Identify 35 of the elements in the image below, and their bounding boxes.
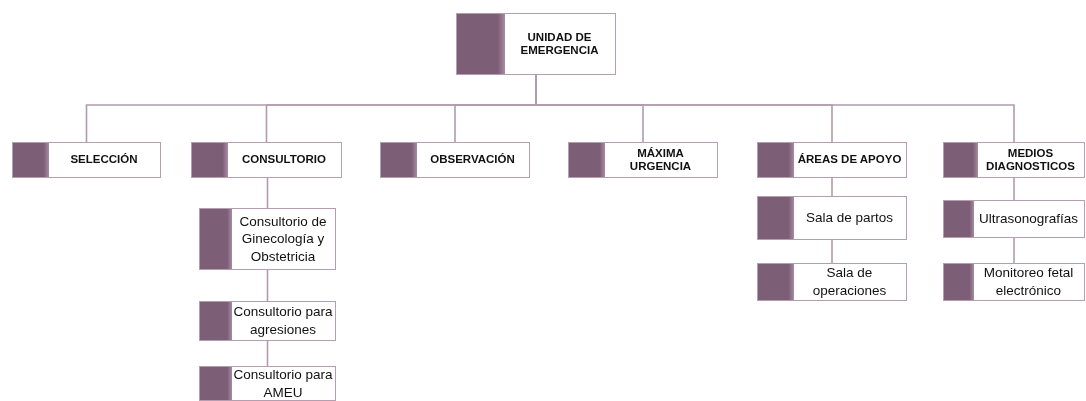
box-label: Ultrasonografías (978, 210, 1079, 228)
department-box (943, 142, 1085, 178)
box-label: CONSULTORIO (242, 153, 326, 167)
connector-line (266, 177, 269, 209)
box-label: ÁREAS DE APOYO (797, 153, 902, 167)
department-box (12, 142, 161, 178)
department-box (568, 142, 718, 178)
box-label: MÁXIMA URGENCIA (628, 146, 693, 174)
box-label: OBSERVACIÓN (430, 153, 515, 167)
connector-line (266, 269, 269, 302)
connector-line (266, 340, 269, 367)
connector-line (1013, 177, 1015, 201)
connector-line (1013, 237, 1015, 264)
connector-line (831, 177, 833, 197)
department-box (380, 142, 530, 178)
connector-line (831, 239, 833, 264)
unit-box (943, 263, 1085, 301)
unit-box (199, 301, 336, 341)
unit-box (757, 196, 907, 240)
box-label: MEDIOS DIAGNOSTICOS (985, 146, 1076, 174)
unit-box (199, 208, 336, 270)
box-label: SELECCIÓN (70, 153, 138, 167)
department-box (757, 142, 907, 178)
box-label: Monitoreo fetal electrónico (982, 264, 1075, 300)
box-label: Consultorio para AMEU (233, 365, 333, 401)
unit-box (943, 200, 1085, 238)
box-label: UNIDAD DE EMERGENCIA (519, 30, 600, 58)
department-box (191, 142, 342, 178)
department-box (456, 13, 616, 75)
unit-box (757, 263, 907, 301)
box-label: Sala de operaciones (811, 264, 888, 300)
box-label: Consultorio de Ginecología y Obstetricia (238, 212, 328, 266)
box-label: Consultorio para agresiones (233, 303, 333, 339)
box-label: Sala de partos (805, 209, 894, 227)
unit-box (199, 366, 336, 401)
